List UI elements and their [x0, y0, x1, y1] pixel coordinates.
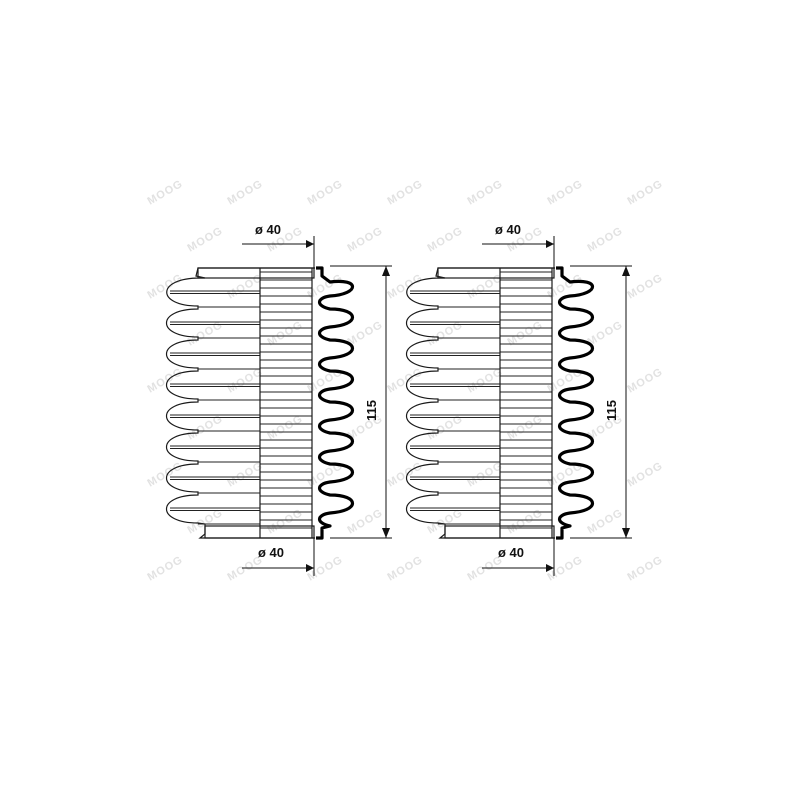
- bellows-1-bottom-diameter-label: ø 40: [258, 545, 284, 560]
- moog-watermark-logo: MOOG: [386, 178, 426, 208]
- bellows-part-1: ø 40 ø 40 115: [166, 222, 392, 576]
- length-arrowhead-bottom: [622, 528, 630, 538]
- moog-watermark-logo: MOOG: [346, 507, 386, 537]
- bottom-diameter-arrowhead: [546, 564, 554, 572]
- moog-watermark-logo: MOOG: [146, 460, 186, 490]
- moog-watermark-logo: MOOG: [586, 507, 626, 537]
- moog-watermark-logo: MOOG: [626, 178, 666, 208]
- moog-watermark-logo: MOOG: [386, 460, 426, 490]
- moog-watermark-logo: MOOG: [386, 554, 426, 584]
- bottom-diameter-arrowhead: [306, 564, 314, 572]
- moog-watermark-logo: MOOG: [226, 366, 266, 396]
- bellows-section-profile: [316, 266, 354, 540]
- moog-watermark-logo: MOOG: [466, 178, 506, 208]
- moog-watermark-logo: MOOG: [266, 507, 306, 537]
- top-collar: [197, 267, 315, 279]
- bellows-part-2: ø 40 ø 40 115: [406, 222, 632, 576]
- moog-watermark-logo: MOOG: [466, 272, 506, 302]
- bellows-2-top-diameter-label: ø 40: [495, 222, 521, 237]
- moog-watermark-logo: MOOG: [306, 178, 346, 208]
- moog-watermark-logo: MOOG: [146, 178, 186, 208]
- bellows-convoluted-outline: [166, 267, 315, 539]
- moog-watermark-logo: MOOG: [146, 366, 186, 396]
- moog-watermark-logo: MOOG: [546, 178, 586, 208]
- moog-watermark-logo: MOOG: [506, 507, 546, 537]
- bellows-section-profile: [556, 266, 594, 540]
- bellows-convoluted-outline: [406, 267, 555, 539]
- top-collar: [437, 267, 555, 279]
- moog-watermark-logo: MOOG: [146, 554, 186, 584]
- bellows-2-outline: [406, 236, 632, 576]
- moog-watermark-logo: MOOG: [466, 366, 506, 396]
- moog-watermark-logo: MOOG: [626, 460, 666, 490]
- length-arrowhead-top: [622, 266, 630, 276]
- moog-watermark-logo: MOOG: [506, 413, 546, 443]
- moog-watermark-logo: MOOG: [226, 178, 266, 208]
- bottom-collar: [444, 525, 555, 539]
- bellows-1-top-diameter-label: ø 40: [255, 222, 281, 237]
- top-diameter-arrowhead: [546, 240, 554, 248]
- moog-watermark-logo: MOOG: [426, 225, 466, 255]
- moog-watermark-logo: MOOG: [346, 225, 386, 255]
- moog-watermark-logo: MOOG: [226, 272, 266, 302]
- moog-watermark-logo: MOOG: [386, 366, 426, 396]
- bellows-2-bottom-diameter-label: ø 40: [498, 545, 524, 560]
- moog-watermark-logo: MOOG: [266, 413, 306, 443]
- moog-watermark-logo: MOOG: [186, 225, 226, 255]
- moog-watermark-logo: MOOG: [626, 554, 666, 584]
- moog-watermark-logo: MOOG: [426, 319, 466, 349]
- length-arrowhead-bottom: [382, 528, 390, 538]
- bellows-1-length-label: 115: [364, 400, 379, 421]
- moog-watermark-logo: MOOG: [626, 366, 666, 396]
- moog-watermark-logo: MOOG: [186, 319, 226, 349]
- top-diameter-arrowhead: [306, 240, 314, 248]
- moog-watermark-logo: MOOG: [466, 460, 506, 490]
- bottom-collar: [204, 525, 315, 539]
- bellows-1-outline: [166, 236, 392, 576]
- moog-watermark-logo: MOOG: [586, 225, 626, 255]
- bellows-2-length-label: 115: [604, 400, 619, 421]
- moog-watermark-logo: MOOG: [226, 460, 266, 490]
- moog-watermark-logo: MOOG: [146, 272, 186, 302]
- length-arrowhead-top: [382, 266, 390, 276]
- moog-watermark-logo: MOOG: [386, 272, 426, 302]
- moog-watermark-logo: MOOG: [626, 272, 666, 302]
